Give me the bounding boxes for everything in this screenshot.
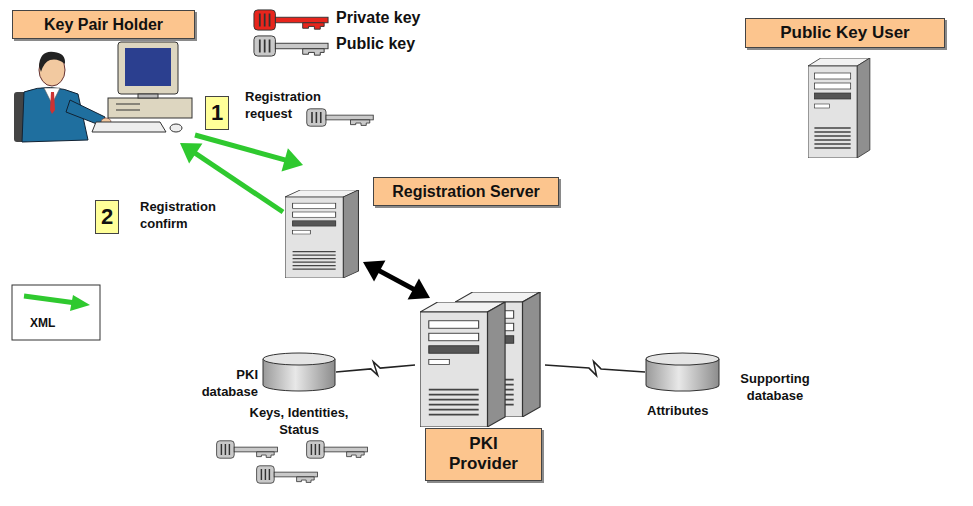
database-cylinder: Supporting databaseAttributes: [645, 352, 720, 392]
cylinder-outline: [262, 352, 336, 392]
actor-node: Public Key User: [745, 15, 945, 160]
connector-line: [336, 362, 415, 376]
callout-number: 1: [205, 96, 229, 130]
link-arrow: [363, 260, 430, 299]
legend-box: [12, 285, 100, 340]
server-tower: [285, 190, 358, 278]
public-key-icon: [257, 466, 318, 483]
private-key-icon: [254, 10, 328, 30]
connector-line: [545, 361, 645, 375]
public-key-icon: [307, 441, 368, 458]
cylinder-outline: [645, 352, 720, 392]
edge-label: Registration request: [245, 88, 333, 122]
server-node: PKI Provider: [415, 298, 545, 486]
node-title: Key Pair Holder: [12, 10, 195, 39]
node-title: PKI Provider: [425, 428, 542, 481]
database-label: Attributes: [647, 402, 737, 419]
connector-line: [373, 267, 420, 292]
database-cylinder: PKI databaseKeys, Identities, Status: [262, 352, 336, 392]
arrow-head: [408, 278, 430, 299]
legend-text: Public key: [336, 35, 415, 53]
actor-node: Key Pair Holder: [10, 8, 200, 143]
callout-number: 2: [95, 200, 119, 234]
network-link: [545, 361, 645, 375]
database-label: Keys, Identities, Status: [232, 404, 366, 438]
edge-label: Registration confirm: [140, 198, 228, 232]
node-title: Public Key User: [745, 18, 945, 48]
public-key-icon: [307, 109, 374, 126]
arrow-head: [180, 143, 202, 164]
public-key-icon: [254, 36, 328, 56]
server-tower: [420, 302, 505, 427]
server-node: Registration Server: [283, 165, 560, 262]
network-link: [336, 362, 415, 376]
arrow-head: [363, 260, 385, 281]
node-title: Registration Server: [373, 177, 559, 206]
public-key-icon: [217, 441, 278, 458]
arrow-head: [281, 148, 303, 171]
database-label: Supporting database: [725, 370, 825, 404]
cylinder-top: [646, 353, 719, 365]
legend-text: XML: [30, 316, 55, 330]
cylinder-top: [263, 353, 335, 365]
database-label: PKI database: [190, 366, 258, 400]
connector-line: [195, 135, 292, 162]
server-tower: [808, 58, 870, 158]
legend-text: Private key: [336, 9, 421, 27]
person-at-computer: [14, 42, 192, 142]
